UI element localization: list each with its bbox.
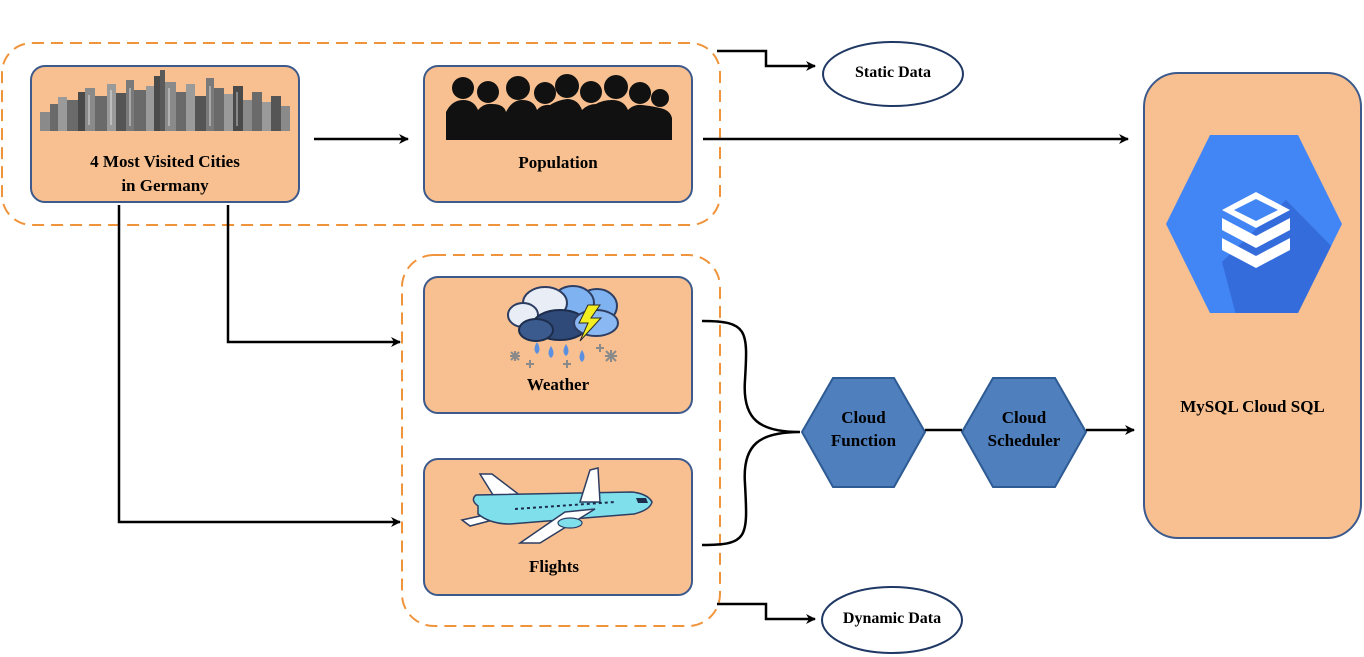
dynamic-data-ellipse (821, 586, 963, 654)
cloud-scheduler-node (960, 377, 1088, 488)
static-data-group (1, 42, 721, 226)
flights-label: Flights (528, 557, 580, 576)
arrow-cities-to-flights (117, 205, 401, 527)
cloud-function-line2: Function (830, 431, 897, 450)
airplane-icon (460, 467, 653, 544)
cities-label-line1: 4 Most Visited Cities (90, 152, 240, 171)
weather-label: Weather (526, 375, 590, 394)
storm-cloud-icon (507, 285, 619, 368)
city-skyline-icon (40, 70, 290, 131)
cloud-scheduler-label: Cloud Scheduler (962, 406, 1086, 452)
brace-weather-flights-to-function (701, 319, 801, 547)
cities-label: 4 Most Visited Cities in Germany (31, 150, 299, 198)
cities-label-line2: in Germany (121, 176, 209, 195)
cloud-function-node (800, 377, 927, 488)
crowd-silhouette-icon (446, 74, 672, 140)
arrow-cities-to-weather (226, 205, 401, 347)
static-data-label: Static Data (855, 64, 931, 81)
dynamic-data-label: Dynamic Data (842, 610, 942, 627)
cloud-function-label: Cloud Function (802, 406, 925, 452)
weather-box (423, 276, 693, 414)
cloud-scheduler-line1: Cloud (1001, 408, 1047, 427)
dynamic-data-group (401, 254, 721, 627)
arrow-static-group-to-ellipse (717, 49, 816, 71)
population-label: Population (518, 153, 598, 172)
cloud-scheduler-line2: Scheduler (987, 431, 1061, 450)
cloud-function-line1: Cloud (841, 408, 886, 427)
mysql-label: MySQL Cloud SQL (1180, 397, 1325, 416)
static-data-ellipse (822, 41, 964, 107)
arrow-dynamic-group-to-ellipse (717, 602, 816, 624)
